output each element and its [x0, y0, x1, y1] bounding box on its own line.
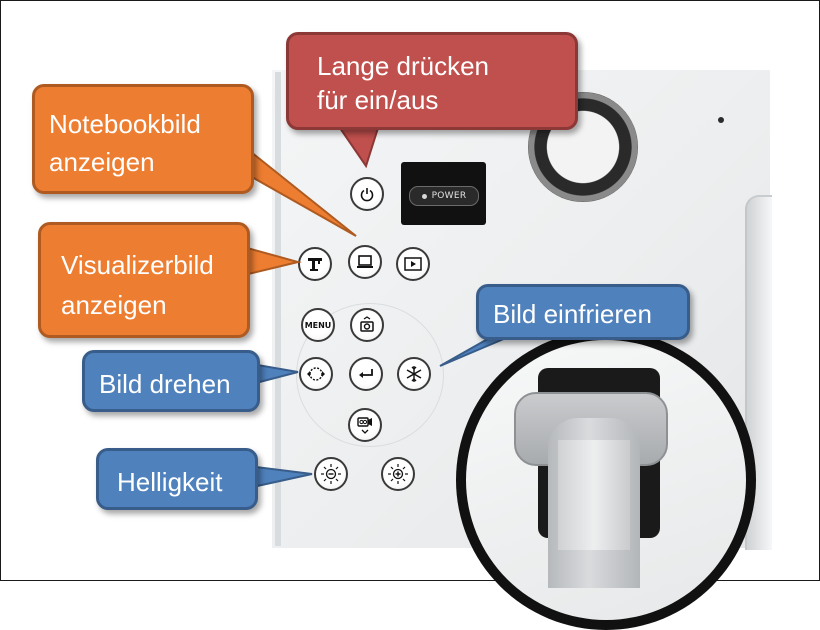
power-button[interactable]	[350, 177, 384, 211]
brightness-plus-icon	[388, 464, 408, 484]
power-callout-text: Lange drücken für ein/aus	[317, 51, 490, 115]
capture-button[interactable]	[350, 308, 384, 342]
freeze-button[interactable]	[397, 357, 431, 391]
rotate-icon	[307, 367, 325, 381]
menu-button-label: MENU	[304, 320, 332, 330]
notebook-button[interactable]	[348, 245, 382, 279]
power-icon	[360, 188, 374, 202]
video-camera-icon	[357, 417, 372, 434]
notebook-callout: Notebookbild anzeigen	[32, 84, 254, 194]
brightness-minus-icon	[321, 464, 341, 484]
brightness-up-button[interactable]	[381, 457, 415, 491]
freeze-callout-text: Bild einfrieren	[493, 299, 652, 329]
visualizer-callout: Visualizerbild anzeigen	[38, 222, 250, 338]
panel-edge	[275, 72, 281, 546]
status-led	[718, 117, 724, 123]
visualizer-callout-text: Visualizerbild anzeigen	[61, 250, 214, 320]
power-indicator-panel: POWER	[401, 162, 486, 225]
laptop-icon	[357, 255, 373, 268]
power-indicator: POWER	[409, 186, 479, 206]
visualizer-icon	[308, 258, 322, 271]
power-callout: Lange drücken für ein/aus	[286, 32, 578, 130]
notebook-callout-text: Notebookbild anzeigen	[49, 109, 201, 177]
brightness-down-button[interactable]	[314, 457, 348, 491]
freeze-callout: Bild einfrieren	[476, 284, 690, 340]
rotate-button[interactable]	[299, 357, 333, 391]
enter-icon	[359, 369, 373, 378]
menu-button[interactable]: MENU	[301, 308, 335, 342]
power-panel-label: POWER	[431, 191, 467, 201]
play-icon	[404, 257, 422, 271]
record-button[interactable]	[348, 408, 382, 442]
camera-icon	[360, 316, 374, 332]
power-led-dot	[421, 193, 427, 199]
playback-button[interactable]	[396, 247, 430, 281]
camera-arm-body	[558, 440, 630, 550]
enter-button[interactable]	[349, 357, 383, 391]
brightness-callout: Helligkeit	[96, 448, 258, 510]
brightness-callout-text: Helligkeit	[117, 467, 223, 497]
rotate-callout-text: Bild drehen	[99, 369, 231, 399]
visualizer-button[interactable]	[298, 247, 332, 281]
rotate-callout: Bild drehen	[82, 350, 260, 412]
snowflake-icon	[406, 366, 422, 382]
